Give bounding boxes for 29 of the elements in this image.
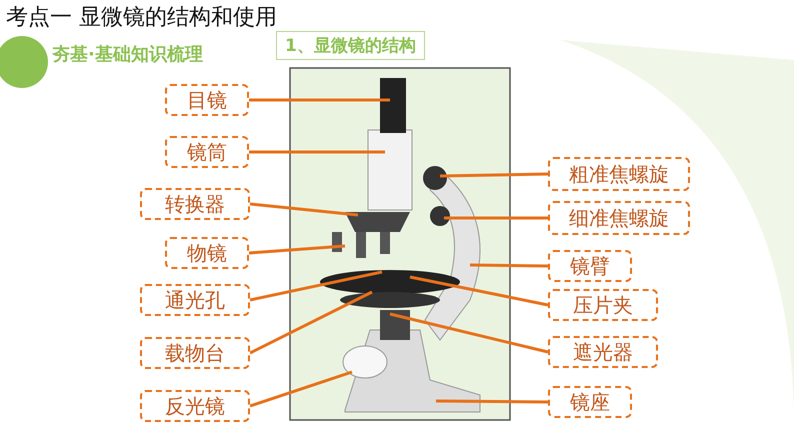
part-label: 载物台 xyxy=(140,337,250,369)
part-label: 压片夹 xyxy=(548,289,658,321)
leader-line xyxy=(440,172,548,178)
leader-line xyxy=(248,244,346,254)
part-label: 遮光器 xyxy=(548,336,658,368)
part-label: 转换器 xyxy=(140,188,250,220)
leader-line xyxy=(249,150,385,154)
section-heading: 夯基·基础知识梳理 xyxy=(52,43,203,66)
leader-line xyxy=(410,276,548,306)
leader-line xyxy=(444,216,548,220)
part-label: 镜筒 xyxy=(165,136,249,168)
leader-line xyxy=(250,202,358,216)
part-label: 目镜 xyxy=(165,84,249,116)
leader-line xyxy=(249,290,373,354)
page-title: 考点一 显微镜的结构和使用 xyxy=(6,4,277,32)
leader-line xyxy=(250,270,382,302)
part-label: 镜座 xyxy=(548,386,632,418)
leader-line xyxy=(250,370,352,408)
leader-line xyxy=(249,98,390,102)
part-label: 反光镜 xyxy=(140,390,250,422)
part-label: 粗准焦螺旋 xyxy=(548,157,690,191)
subsection-heading: 1、显微镜的结构 xyxy=(276,31,425,60)
leader-line xyxy=(390,312,548,354)
leader-line xyxy=(436,400,548,404)
part-label: 物镜 xyxy=(165,237,249,269)
part-label: 镜臂 xyxy=(548,250,632,282)
part-label: 细准焦螺旋 xyxy=(548,201,690,235)
part-label: 通光孔 xyxy=(140,284,250,316)
leader-line xyxy=(470,264,548,268)
